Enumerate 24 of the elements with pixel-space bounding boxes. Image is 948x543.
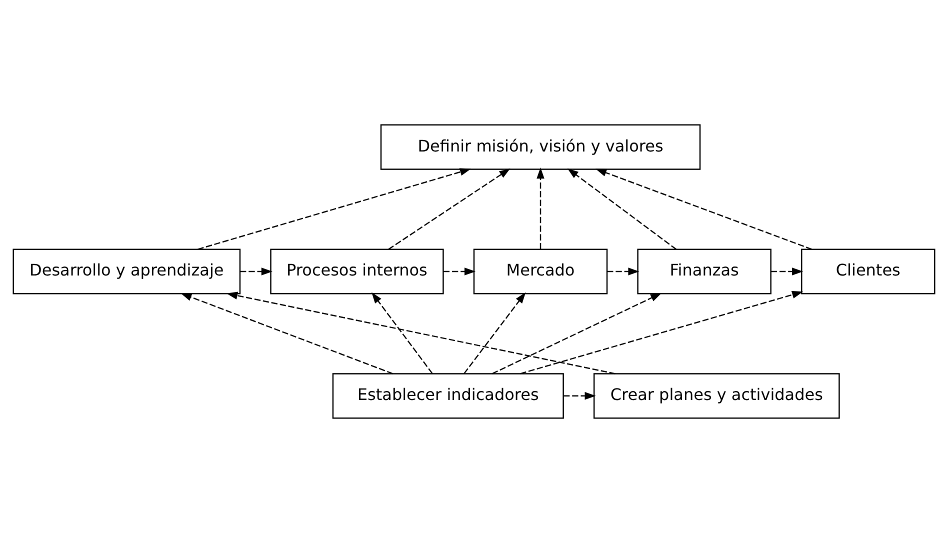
arrow [595, 168, 812, 250]
arrow [443, 268, 476, 276]
node-box: Mercado [473, 248, 608, 294]
arrow [372, 292, 433, 374]
arrow [536, 167, 544, 250]
node-box: Clientes [801, 248, 936, 294]
arrow [770, 268, 804, 276]
arrow [198, 168, 472, 250]
node-box: Finanzas [637, 248, 772, 294]
node-box: Establecer indicadores [332, 373, 564, 419]
arrow [180, 293, 394, 374]
node-box: Crear planes y actividades [593, 373, 840, 419]
node-box: Procesos internos [270, 248, 444, 294]
arrow [464, 292, 526, 374]
arrow [226, 292, 616, 374]
node-box: Desarrollo y aprendizaje [12, 248, 241, 294]
arrow [240, 268, 272, 276]
arrow [492, 293, 662, 374]
arrow [388, 168, 510, 250]
arrow [567, 168, 677, 250]
arrow [564, 392, 596, 400]
arrow [607, 268, 640, 276]
node-box: Definir misión, visión y valores [380, 124, 701, 170]
arrow [520, 290, 804, 374]
